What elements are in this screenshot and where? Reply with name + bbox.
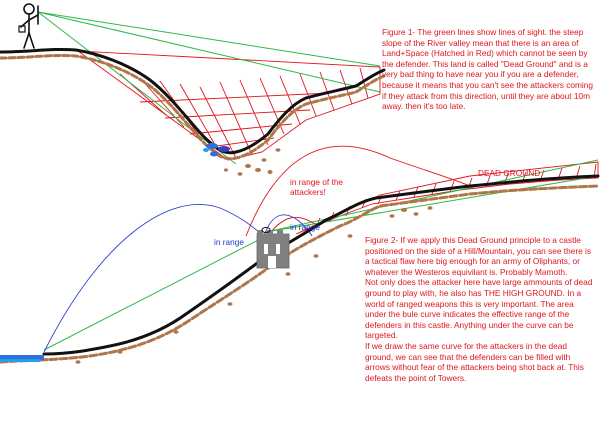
dead-ground-hatching-fig1 [76, 50, 381, 161]
river-fig1 [203, 143, 230, 157]
label-in-range-right: in range [290, 222, 320, 232]
label-in-range-of-attackers: in range of the attackers! [290, 177, 344, 197]
dirt-layer-fig2 [0, 184, 600, 364]
defender-range-curve-right [263, 214, 313, 237]
dirt-layer-fig1 [0, 53, 386, 161]
lines-of-sight-fig1 [37, 11, 381, 165]
attacker-range-curve [245, 145, 471, 237]
defender-range-curve-left [43, 204, 265, 353]
ground-line-fig1 [0, 47, 386, 155]
dirt-blobs-fig2 [75, 206, 433, 364]
defender-stick-figure [18, 3, 39, 49]
dirt-blobs-fig1 [224, 148, 281, 176]
figure-2-drawing [0, 145, 600, 364]
river-fig2-highlight [0, 359, 40, 362]
ground-line-fig2 [42, 174, 600, 356]
river-fig2 [0, 355, 44, 360]
label-in-range-left: in range [214, 237, 244, 247]
figure-1-caption: Figure 1- The green lines show lines of … [382, 27, 596, 112]
label-dead-ground: DEAD GROUND [478, 168, 541, 178]
castle [256, 227, 290, 269]
figure-1-drawing [0, 3, 386, 176]
figure-2-caption: Figure 2- If we apply this Dead Ground p… [365, 235, 593, 383]
